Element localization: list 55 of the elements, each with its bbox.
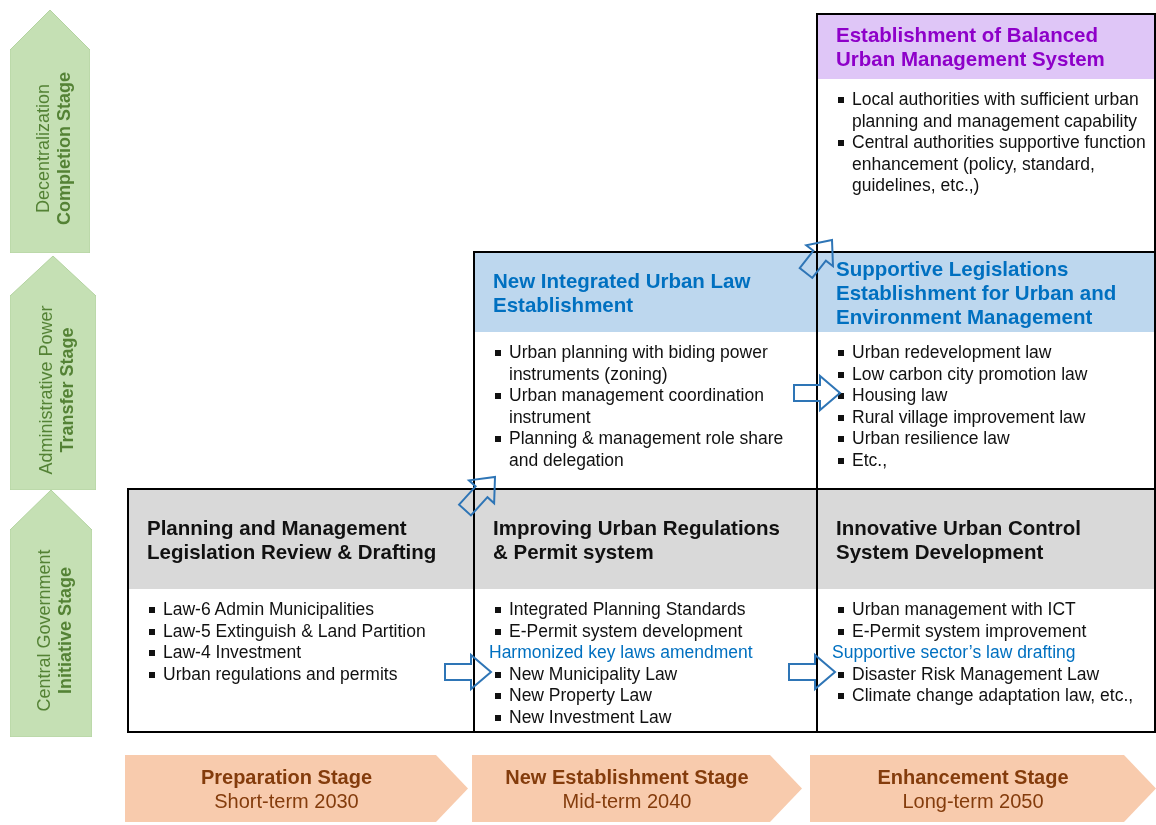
block-arrow bbox=[444, 652, 493, 692]
list-item: Housing law bbox=[838, 385, 1146, 407]
stage-name: Administrative Power bbox=[36, 305, 57, 475]
list-item: Law-6 Admin Municipalities bbox=[149, 599, 465, 621]
phase-title: Enhancement Stage bbox=[877, 764, 1069, 789]
list-item: New Municipality Law bbox=[495, 663, 808, 685]
block-arrow bbox=[788, 652, 837, 692]
list-item: Low carbon city promotion law bbox=[838, 363, 1146, 385]
block-arrow bbox=[793, 373, 842, 413]
cell-heading: Supportive Legislations Establishment for Urban and Environment Management bbox=[836, 256, 1118, 329]
stage-name: Central Government bbox=[34, 549, 55, 712]
list-item: Urban management with ICT bbox=[838, 599, 1146, 621]
stage-cell bbox=[816, 251, 1156, 490]
list-item: Urban resilience law bbox=[838, 428, 1146, 450]
list-item: Urban regulations and permits bbox=[149, 663, 465, 685]
list-item: Law-5 Extinguish & Land Partition bbox=[149, 620, 465, 642]
subheading: Supportive sector’s law drafting bbox=[832, 642, 1077, 664]
list-item: Planning & management role share and delegation bbox=[495, 428, 808, 471]
phase-title: Preparation Stage bbox=[200, 764, 373, 789]
list-item: E-Permit system development bbox=[495, 620, 808, 642]
cell-heading: Innovative Urban Control System Development bbox=[836, 515, 1082, 564]
list-item: Central authorities supportive function enhancement (policy, standard, guidelines, etc.,) bbox=[838, 132, 1146, 197]
subheading: Harmonized key laws amendment bbox=[489, 642, 754, 664]
stage-name: Decentralization bbox=[33, 83, 54, 214]
phase-title: New Establishment Stage bbox=[505, 764, 749, 789]
cell-heading: Planning and Management Legislation Review & Drafting bbox=[147, 515, 438, 564]
stage-cell bbox=[473, 488, 818, 733]
stage-cell bbox=[473, 251, 818, 490]
block-arrow bbox=[457, 475, 497, 517]
cell-heading: New Integrated Urban Law Establishment bbox=[493, 268, 752, 317]
phase-term: Mid-term 2040 bbox=[562, 788, 692, 813]
stage-cell bbox=[816, 13, 1156, 253]
cell-heading: Improving Urban Regulations & Permit system bbox=[493, 515, 782, 564]
stage-title: Transfer Stage bbox=[57, 327, 78, 453]
list-item: Urban planning with biding power instruments (zoning) bbox=[495, 342, 808, 385]
list-item: Law-4 Investment bbox=[149, 642, 465, 664]
cell-heading: Establishment of Balanced Urban Management System bbox=[836, 23, 1106, 71]
list-item: New Property Law bbox=[495, 685, 808, 707]
list-item: Urban redevelopment law bbox=[838, 342, 1146, 364]
list-item: Climate change adaptation law, etc., bbox=[838, 685, 1146, 707]
list-item: New Investment Law bbox=[495, 706, 808, 728]
phase-term: Short-term 2030 bbox=[214, 788, 359, 813]
list-item: Local authorities with sufficient urban planning and management capability bbox=[838, 89, 1146, 132]
stage-cell bbox=[816, 488, 1156, 733]
block-arrow bbox=[798, 238, 835, 280]
list-item: Etc., bbox=[838, 449, 1146, 471]
list-item: Disaster Risk Management Law bbox=[838, 663, 1146, 685]
stage-title: Initiative Stage bbox=[55, 567, 76, 695]
stage-title: Completion Stage bbox=[54, 72, 75, 225]
phase-term: Long-term 2050 bbox=[902, 788, 1044, 813]
stage-cell bbox=[127, 488, 475, 733]
list-item: Integrated Planning Standards bbox=[495, 599, 808, 621]
list-item: E-Permit system improvement bbox=[838, 620, 1146, 642]
list-item: Rural village improvement law bbox=[838, 406, 1146, 428]
list-item: Urban management coordination instrument bbox=[495, 385, 808, 428]
